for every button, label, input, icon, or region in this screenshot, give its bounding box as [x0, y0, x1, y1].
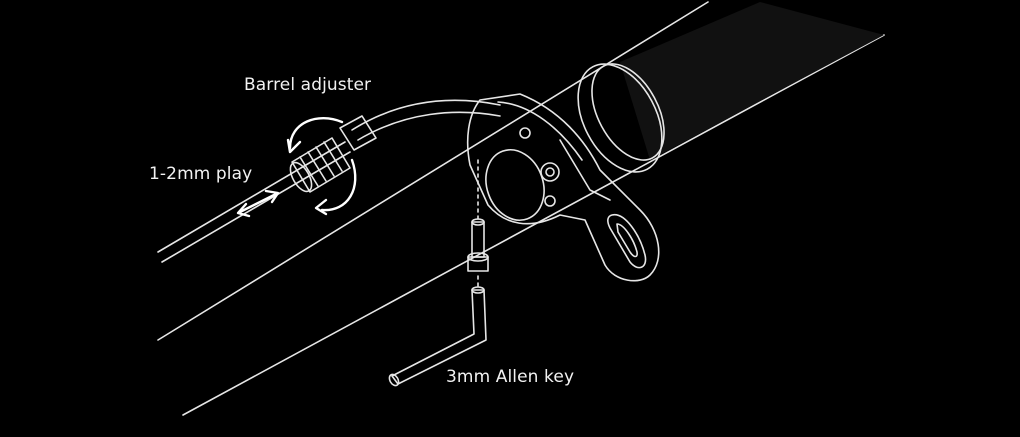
grip	[577, 2, 884, 173]
barrel-adjuster	[289, 115, 377, 193]
rotate-arrows-icon	[286, 117, 357, 216]
barrel-adjuster-label: Barrel adjuster	[244, 75, 372, 95]
allen-key	[388, 275, 487, 387]
handlebar	[157, 1, 885, 416]
allen-key-label: 3mm Allen key	[446, 367, 575, 387]
play-label: 1-2mm play	[149, 164, 253, 184]
double-arrow-icon	[236, 189, 280, 218]
remote-lever	[466, 93, 660, 282]
bolt	[467, 159, 489, 272]
